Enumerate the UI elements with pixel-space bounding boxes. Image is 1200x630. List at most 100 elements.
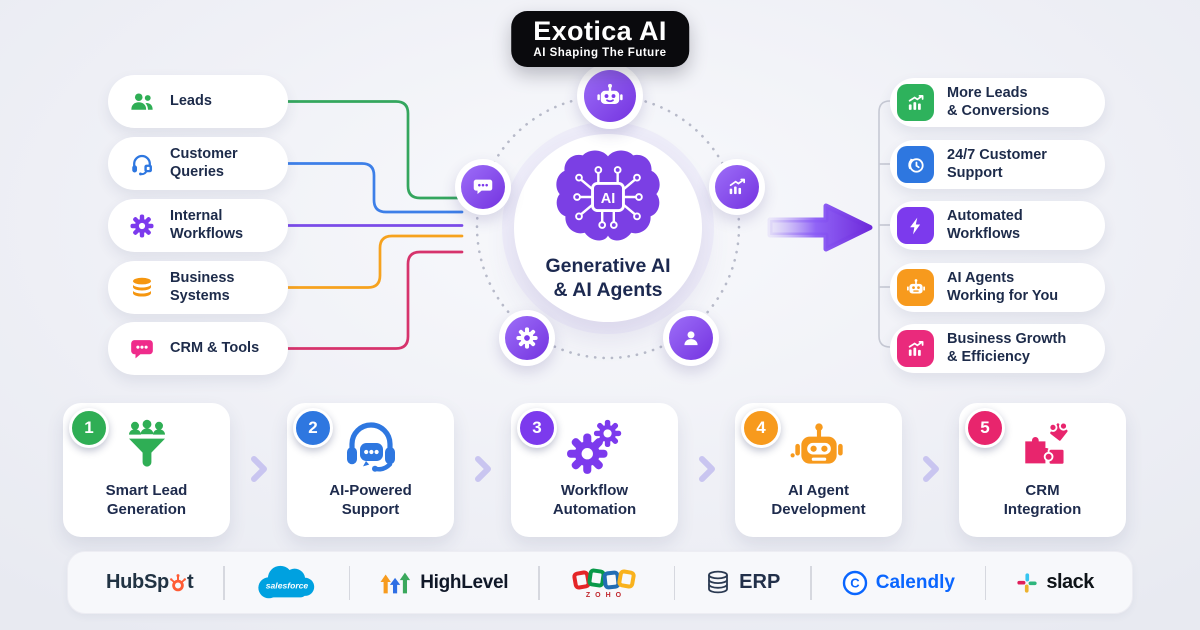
satellite-gear	[499, 310, 555, 366]
salesforce-cloud-icon: salesforce	[258, 565, 314, 598]
slack-text: slack	[1046, 571, 1094, 593]
integration-highlevel: HighLevel	[380, 570, 509, 596]
brand-name: Exotica AI	[533, 16, 667, 46]
erp-text: ERP	[739, 571, 781, 593]
calendly-icon: C	[842, 570, 867, 595]
divider	[810, 565, 812, 600]
headset-icon	[129, 151, 155, 177]
integration-salesforce: salesforce	[255, 562, 319, 604]
lead-funnel-icon	[119, 413, 175, 479]
chevron-right-icon	[251, 456, 267, 482]
brand-tagline: AI Shaping The Future	[533, 47, 667, 60]
divider	[538, 565, 540, 600]
step-number-badge: 4	[741, 408, 781, 448]
step-number-badge: 3	[517, 408, 557, 448]
flow-arrow-icon	[767, 203, 873, 252]
chat-dots-icon	[461, 165, 505, 209]
integration-slack: slack	[1016, 571, 1094, 594]
trend-up-icon	[715, 165, 759, 209]
highlevel-text: HighLevel	[420, 571, 509, 593]
brand-badge: Exotica AI AI Shaping The Future	[511, 11, 689, 68]
divider	[673, 565, 676, 600]
output-card-business-growth: Business Growth& Efficiency	[890, 324, 1105, 373]
hubspot-text: HubSp	[106, 571, 169, 593]
output-card-label: More Leads& Conversions	[947, 85, 1050, 119]
hubspot-text: t	[186, 571, 194, 593]
bar-growth-icon	[897, 330, 934, 367]
robot-icon	[897, 269, 934, 306]
step-number-badge: 5	[965, 408, 1005, 448]
hub-title: Generative AI& AI Agents	[545, 255, 671, 302]
chat-bubble-icon	[129, 336, 155, 362]
integration-erp: ERP	[705, 569, 780, 597]
connector-business-systems	[286, 234, 464, 289]
integration-hubspot: HubSp t	[106, 571, 194, 594]
growth-chart-icon	[897, 84, 934, 121]
divider	[348, 565, 351, 600]
satellite-user	[663, 310, 719, 366]
hubspot-sprocket-icon	[169, 573, 186, 591]
integration-calendly: C Calendly	[842, 570, 955, 596]
svg-text:salesforce: salesforce	[266, 580, 309, 590]
input-card-label: Leads	[170, 92, 212, 109]
satellite-robot	[577, 63, 643, 129]
connector-crm-tools	[286, 250, 464, 350]
connector-customer-queries	[286, 162, 464, 214]
gears-icon	[566, 413, 624, 479]
user-icon	[669, 316, 713, 360]
step-number-badge: 1	[69, 408, 109, 448]
zoho-squares-icon: ZOHO	[572, 568, 636, 599]
step-card-workflow-automation: 3	[511, 403, 678, 537]
svg-text:ZOHO: ZOHO	[586, 592, 626, 599]
ai-brain-icon: AI	[556, 150, 660, 241]
chevron-right-icon	[923, 456, 939, 482]
satellite-growth	[709, 159, 765, 215]
clock-icon	[897, 146, 934, 183]
satellite-chat	[455, 159, 511, 215]
gear-icon	[129, 213, 155, 239]
divider	[984, 565, 987, 600]
input-card-leads: Leads	[108, 75, 288, 128]
erp-database-icon	[708, 570, 729, 593]
chevron-right-icon	[699, 456, 715, 482]
puzzle-icon	[1015, 413, 1071, 479]
slack-hash-icon	[1017, 572, 1037, 593]
gear-icon	[505, 316, 549, 360]
input-card-label: CRM & Tools	[170, 339, 260, 356]
database-icon	[129, 275, 155, 301]
ai-chip-label: AI	[601, 191, 616, 207]
integrations-bar: HubSp t salesf	[67, 551, 1133, 614]
step-number-badge: 2	[293, 408, 333, 448]
input-card-crm-tools: CRM & Tools	[108, 322, 288, 375]
output-bracket	[878, 100, 891, 348]
support-headset-icon	[341, 413, 401, 479]
integration-zoho: ZOHO	[570, 567, 644, 599]
divider	[223, 565, 225, 600]
calendly-text: Calendly	[875, 571, 955, 593]
users-icon	[129, 89, 155, 115]
robot-icon	[789, 413, 849, 479]
bolt-icon	[897, 207, 934, 244]
highlevel-arrows-icon	[380, 572, 411, 593]
